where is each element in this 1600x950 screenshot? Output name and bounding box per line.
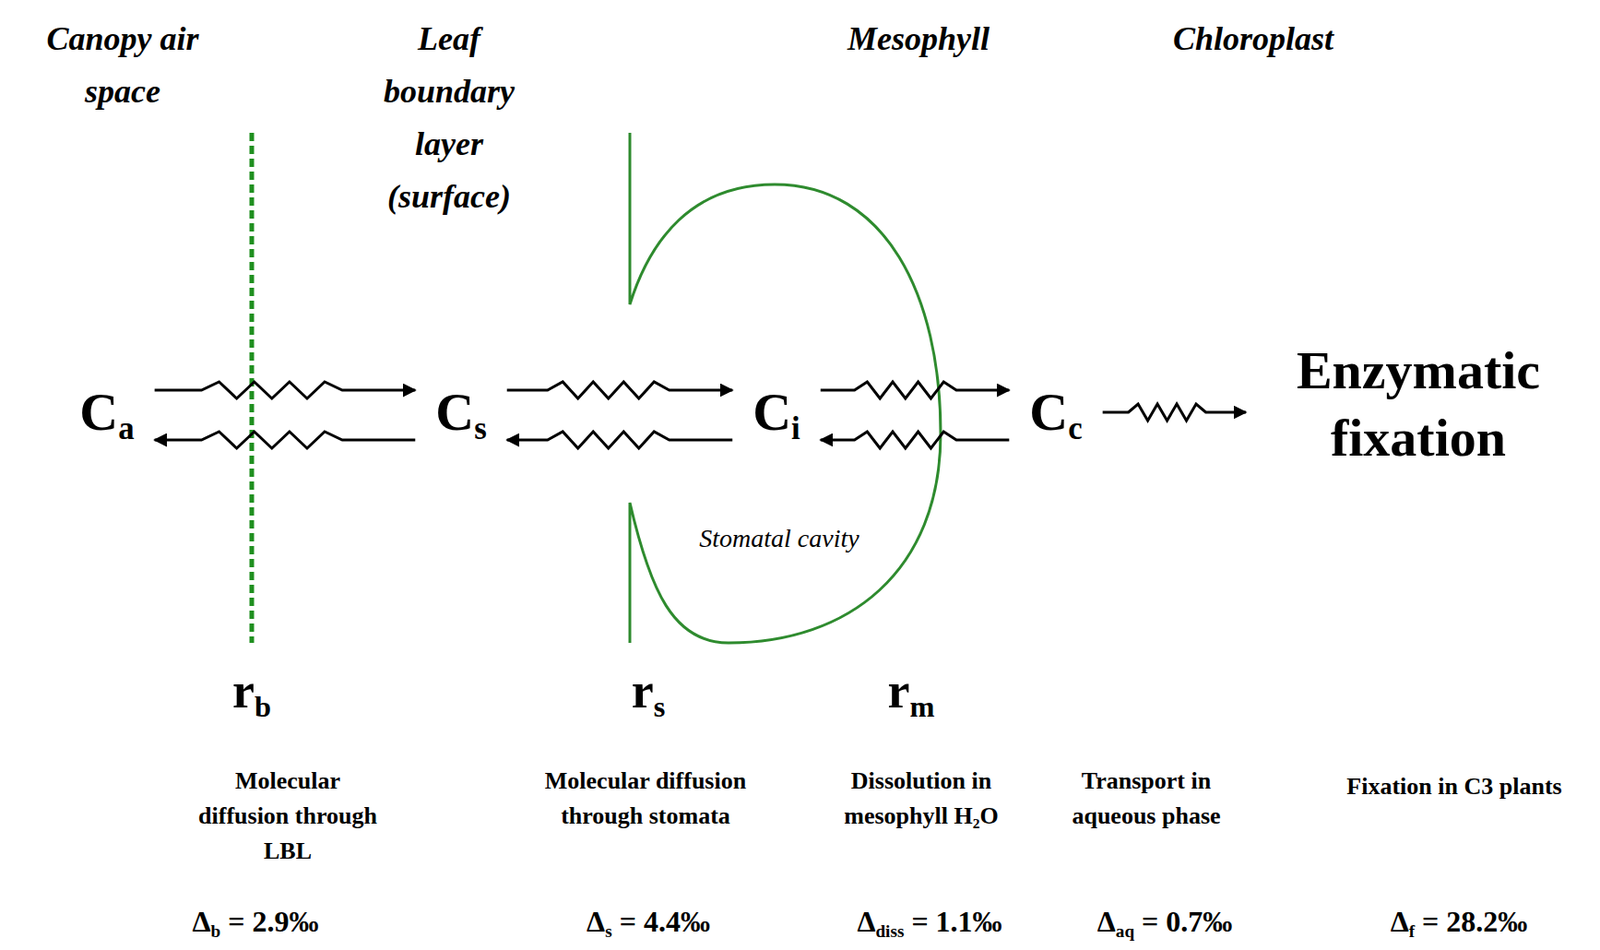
zone-heading-text: Leaf boundary layer (surface): [383, 20, 515, 215]
resistance-arrow: [1102, 403, 1246, 421]
subscript: s: [604, 921, 612, 941]
fractionation-value: Δf = 28.2‰: [1390, 905, 1529, 938]
subscript: b: [254, 689, 272, 723]
subscript: f: [1409, 921, 1415, 941]
process-description: Molecular diffusion through stomata: [502, 763, 789, 834]
resistance-symbol-text: r: [631, 663, 654, 719]
zone-heading: Chloroplast: [1173, 12, 1334, 66]
subscript: a: [118, 410, 134, 447]
concentration-label: Ca: [79, 385, 134, 439]
concentration-label: Ci: [752, 385, 801, 439]
fixation-node: Enzymatic fixation: [1266, 337, 1571, 472]
resistance-symbol: rs: [631, 665, 666, 716]
fractionation-value: Δdiss = 1.1‰: [856, 905, 1002, 938]
fractionation-value: Δb= 2.9‰: [192, 905, 320, 938]
resistance-arrow: [154, 381, 416, 399]
node-text: C: [79, 381, 119, 442]
node-text: C: [435, 381, 475, 442]
resistance-arrow: [507, 431, 734, 449]
process-description-text: Molecular diffusion through LBL: [198, 767, 378, 865]
resistance-symbol: rb: [232, 665, 272, 716]
resistance-arrow: [820, 381, 1010, 399]
fractionation-value-text: Δ: [192, 904, 212, 938]
zone-heading-text: Canopy air space: [46, 20, 199, 110]
node-text: C: [752, 381, 792, 442]
fractionation-value-text: Δ: [856, 904, 876, 938]
zone-heading-text: Chloroplast: [1173, 20, 1334, 58]
process-description: Dissolution in mesophyll H₂O: [822, 763, 1021, 834]
fractionation-value: Δs = 4.4‰: [586, 905, 711, 938]
resistance-arrow: [507, 381, 734, 399]
concentration-label: Cc: [1029, 385, 1082, 439]
subscript: aq: [1115, 921, 1135, 941]
node-text: C: [1029, 381, 1068, 442]
fractionation-value-text: = 2.9‰: [227, 904, 319, 938]
fractionation-value-text: = 28.2‰: [1422, 904, 1528, 938]
zone-heading: Mesophyll: [847, 12, 990, 66]
process-description-text: Fixation in C3 plants: [1346, 772, 1562, 800]
fractionation-value-text: Δ: [1097, 904, 1116, 938]
process-description: Transport in aqueous phase: [1067, 763, 1225, 834]
fractionation-value-text: = 1.1‰: [911, 904, 1002, 938]
stomata-outline: [629, 132, 941, 643]
resistance-arrow: [820, 431, 1010, 449]
subscript: diss: [875, 921, 904, 941]
cavity-label-text: Stomatal cavity: [699, 523, 859, 553]
resistance-symbol-text: r: [888, 663, 911, 719]
process-description: Molecular diffusion through LBL: [189, 763, 388, 869]
fractionation-value-text: Δ: [1390, 904, 1410, 938]
resistance-symbol: rm: [888, 665, 936, 716]
process-description-text: Molecular diffusion through stomata: [545, 767, 747, 830]
fractionation-value-text: Δ: [586, 904, 605, 938]
cavity-label: Stomatal cavity: [699, 523, 859, 554]
process-description-text: Transport in aqueous phase: [1071, 767, 1221, 830]
fractionation-value-text: = 0.7‰: [1141, 904, 1233, 938]
resistance-arrow: [154, 431, 416, 449]
concentration-label: Cs: [435, 385, 486, 439]
node-text: Enzymatic fixation: [1296, 340, 1541, 468]
subscript: c: [1067, 410, 1082, 447]
subscript: s: [474, 410, 487, 447]
subscript: s: [653, 689, 666, 723]
zone-heading: Canopy air space: [11, 12, 234, 119]
subscript: b: [211, 921, 222, 941]
subscript: m: [909, 689, 935, 723]
zone-heading: Leaf boundary layer (surface): [355, 12, 545, 224]
resistance-symbol-text: r: [232, 663, 255, 719]
process-description-text: Dissolution in mesophyll H₂O: [843, 767, 998, 830]
fractionation-value-text: = 4.4‰: [619, 904, 711, 938]
subscript: i: [791, 410, 801, 447]
zone-heading-text: Mesophyll: [847, 20, 990, 58]
process-description: Fixation in C3 plants: [1346, 769, 1562, 805]
boundary-layer-line: [249, 132, 255, 643]
fractionation-value: Δaq = 0.7‰: [1097, 905, 1233, 938]
